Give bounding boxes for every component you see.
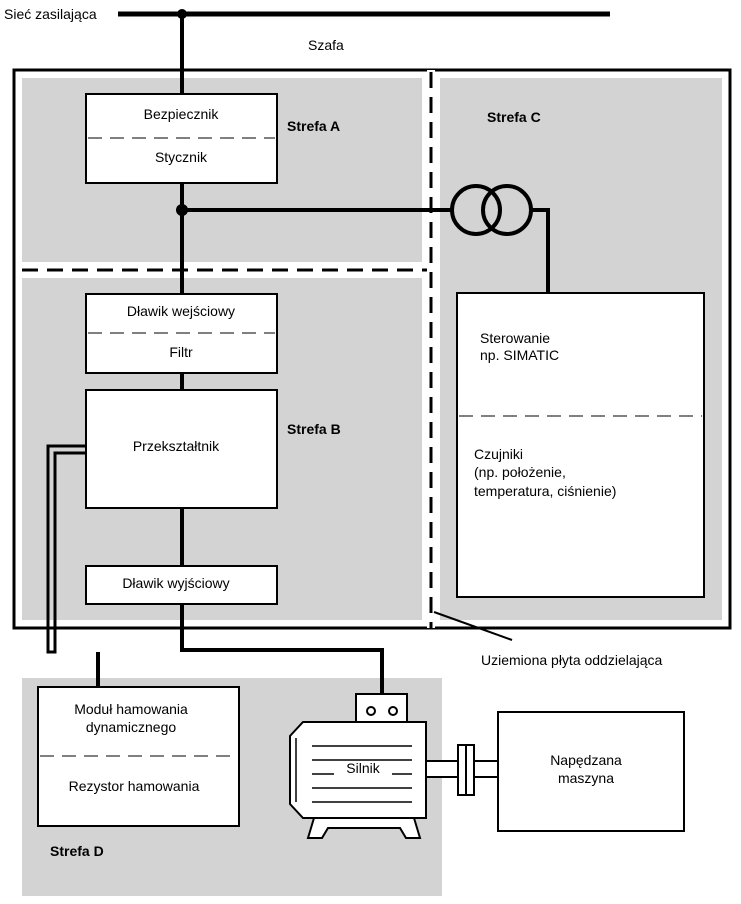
control-label-line1: Sterowanie <box>480 330 550 346</box>
fuse-label: Bezpiecznik <box>144 106 220 122</box>
converter-label: Przekształtnik <box>133 438 220 454</box>
sensors-label-line1: Czujniki <box>474 446 523 462</box>
filter-label: Filtr <box>169 344 193 360</box>
zone-b-label: Strefa B <box>287 421 341 437</box>
brake-wire-outer <box>46 444 88 652</box>
driven-machine-label-line2: maszyna <box>558 770 614 786</box>
wire-transformer-control <box>531 208 550 293</box>
grounded-plate-label: Uziemiona płyta oddzielająca <box>481 652 663 668</box>
zone-d-label: Strefa D <box>50 843 104 859</box>
output-choke-block <box>85 565 278 605</box>
shaft-coupling <box>425 744 499 796</box>
brake-wire-inner <box>53 451 88 652</box>
cabinet-label: Szafa <box>308 37 344 53</box>
control-sensors-block <box>456 292 705 598</box>
brake-module-label-line2: dynamicznego <box>86 719 176 735</box>
transformer-coil-primary <box>450 184 502 236</box>
cabinet-outline <box>12 68 732 630</box>
wire-motor-feed <box>180 604 384 694</box>
control-label-line2: np. SIMATIC <box>480 347 559 363</box>
sensors-label-line3: temperatura, ciśnienie) <box>474 483 616 499</box>
contactor-label: Stycznik <box>155 149 208 165</box>
converter-block <box>85 389 278 509</box>
sensors-label-line2: (np. położenie, <box>474 464 566 480</box>
zone-c-label: Strefa C <box>487 109 541 125</box>
motor-icon <box>289 693 427 839</box>
brake-resistor-label: Rezystor hamowania <box>69 778 200 794</box>
brake-module-label-line1: Moduł hamowania <box>74 701 188 717</box>
grounded-plate-leader <box>433 611 513 641</box>
driven-machine-block <box>497 711 685 832</box>
output-choke-label: Dławik wyjściowy <box>122 575 229 591</box>
supply-label: Sieć zasilająca <box>4 6 97 22</box>
zone-a-label: Strefa A <box>287 118 340 134</box>
driven-machine-label-line1: Napędzana <box>550 752 622 768</box>
input-choke-label: Dławik wejściowy <box>127 303 235 319</box>
motor-label: Silnik <box>346 760 380 776</box>
